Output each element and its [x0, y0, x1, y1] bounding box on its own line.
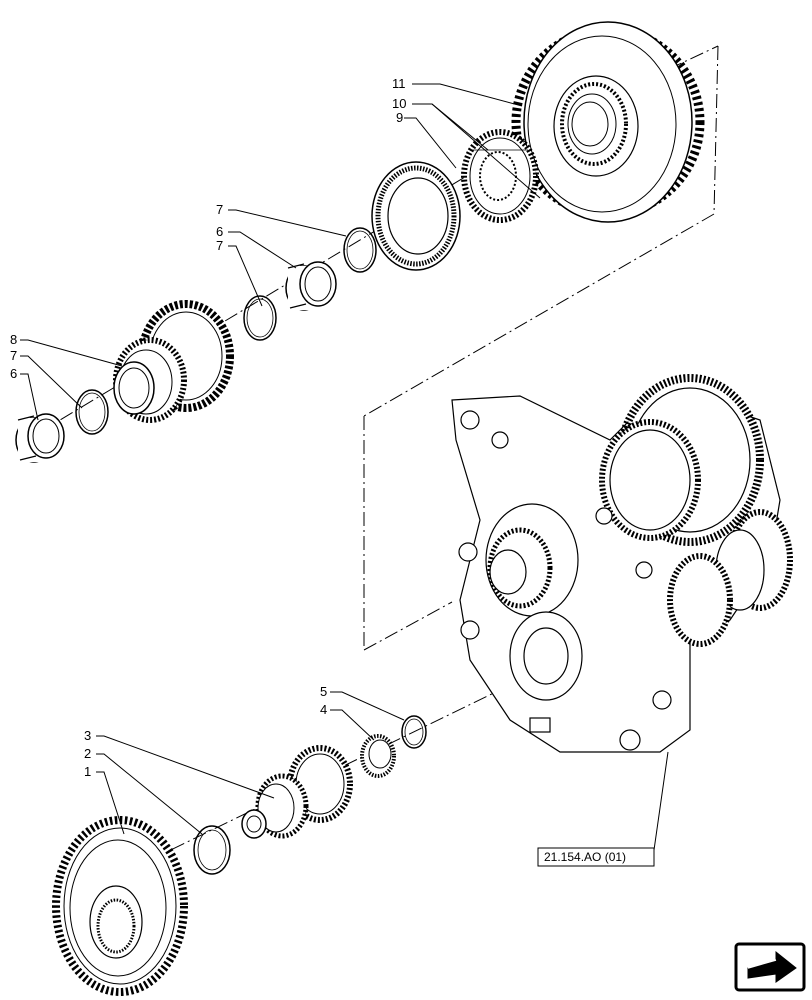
gear-part1 [52, 816, 188, 996]
leader-7a [228, 209, 347, 237]
snap-ring-upper [343, 227, 377, 273]
leader-7c [20, 355, 83, 409]
callout-6-lower: 6 [10, 366, 17, 381]
needle-bearing-part4 [360, 734, 396, 778]
callout-5: 5 [320, 684, 327, 699]
leader-5 [330, 691, 405, 721]
leader-6b [20, 373, 39, 421]
leader-7b [228, 245, 263, 307]
needle-bearing-cage [371, 161, 461, 271]
callout-7-middle: 7 [216, 238, 223, 253]
bushing-upper [285, 261, 337, 311]
reference-link[interactable]: 21.154.AO (01) [537, 847, 655, 867]
bushing-lower [15, 413, 65, 463]
callout-2: 2 [84, 746, 91, 761]
callout-8: 8 [10, 332, 17, 347]
callout-11: 11 [392, 76, 406, 91]
callout-3: 3 [84, 728, 91, 743]
frame-right-line [713, 45, 719, 215]
next-page-arrow-icon[interactable] [734, 942, 806, 992]
leader-6a [228, 231, 297, 269]
callout-6-upper: 6 [216, 224, 223, 239]
splined-sleeve [461, 129, 539, 223]
leader-4 [330, 709, 375, 741]
snap-ring-middle [243, 295, 277, 341]
splined-shaft-part3 [241, 745, 353, 839]
leader-8 [20, 339, 123, 367]
callout-7-lower: 7 [10, 348, 17, 363]
callout-labels: 11 10 9 7 6 7 8 7 6 5 4 3 2 1 [10, 76, 406, 779]
large-driven-gear [511, 21, 705, 223]
leader-11 [412, 83, 523, 107]
snap-ring-part2 [193, 825, 231, 875]
frame-diagonal-line [363, 213, 715, 417]
cluster-gear [113, 300, 234, 423]
callout-7-upper: 7 [216, 202, 223, 217]
leader-2 [96, 753, 203, 835]
callout-10: 10 [392, 96, 406, 111]
leader-3 [96, 735, 275, 799]
snap-ring-part5 [401, 715, 427, 749]
leader-reference [653, 751, 669, 860]
gearbox-housing [451, 374, 793, 753]
leader-9 [404, 117, 457, 169]
callout-1: 1 [84, 764, 91, 779]
leader-10b [412, 103, 541, 199]
snap-ring-lower [75, 389, 109, 435]
reference-box[interactable] [537, 847, 655, 867]
callout-4: 4 [320, 702, 327, 717]
reference-label[interactable]: 21.154.AO (01) [544, 850, 626, 864]
callout-9: 9 [396, 110, 403, 125]
frame-bottom-line [363, 601, 453, 651]
leader-1 [96, 771, 125, 835]
